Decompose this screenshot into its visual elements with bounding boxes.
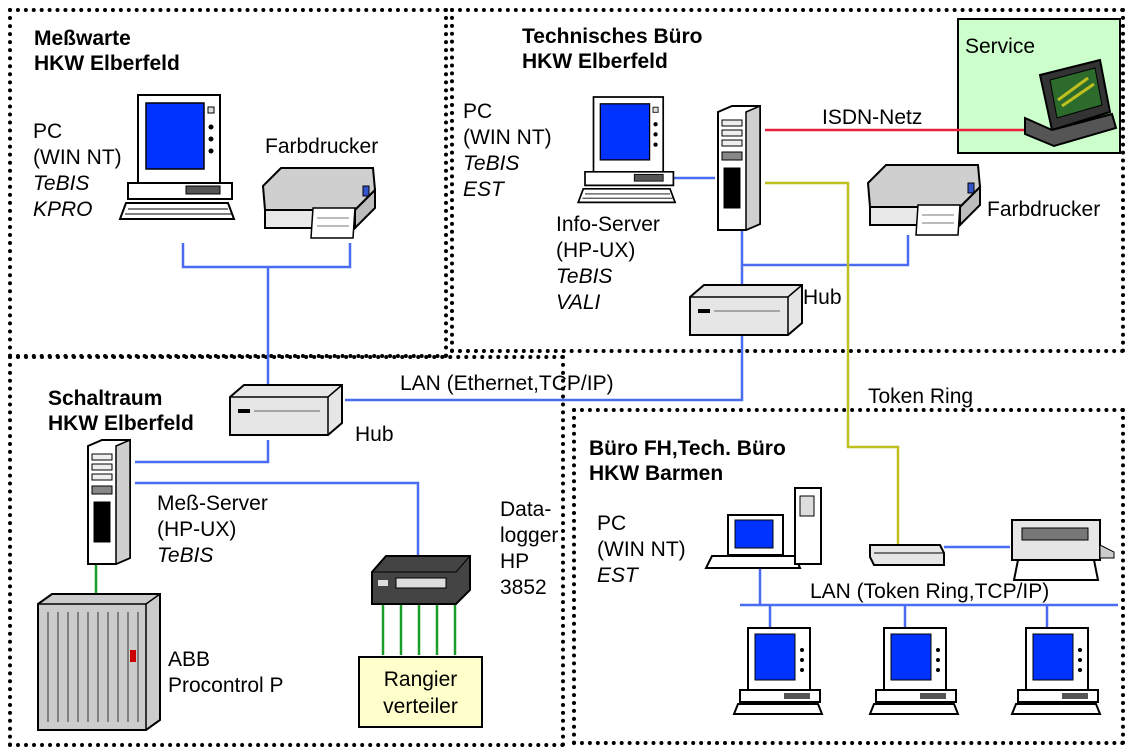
datalogger-line3: HP <box>500 550 530 573</box>
zone-schaltraum-title-2: HKW Elberfeld <box>48 412 194 435</box>
hub-left-label: Hub <box>355 423 394 446</box>
datalogger-line1: Data- <box>500 498 552 521</box>
zone-barmen-title-2: HKW Barmen <box>589 462 724 485</box>
zone-messwarte-title-1: Meßwarte <box>34 27 131 50</box>
isdn-label: ISDN-Netz <box>822 106 923 129</box>
farbdrucker1-label: Farbdrucker <box>265 135 379 158</box>
pc-barmen-icon <box>704 487 822 569</box>
abb-procontrol-icon <box>37 593 161 731</box>
rangier-line2: verteiler <box>383 695 458 718</box>
farbdrucker-techbuero-icon <box>867 164 981 236</box>
mess-server-icon <box>87 439 131 565</box>
rangierverteiler-box: Rangier verteiler <box>358 656 483 728</box>
pc1-line3: TeBIS <box>33 172 90 195</box>
zone-messwarte-title-2: HKW Elberfeld <box>34 52 180 75</box>
pc-barmen-3-icon <box>1011 627 1101 715</box>
pc-messwarte-icon <box>119 94 235 220</box>
hub-schaltraum-icon <box>229 384 343 436</box>
pc2-line1: PC <box>463 100 493 123</box>
datalogger-icon <box>371 555 471 605</box>
datalogger-line2: logger <box>500 524 559 547</box>
pc-barmen-1-icon <box>733 627 823 715</box>
zone-techbuero-title-2: HKW Elberfeld <box>522 50 668 73</box>
datalogger-line4: 3852 <box>500 576 547 599</box>
infoserver-line2: (HP-UX) <box>556 239 636 262</box>
lan-ethernet-label: LAN (Ethernet,TCP/IP) <box>400 372 614 395</box>
token-ring-label: Token Ring <box>868 385 974 408</box>
infoserver-line4: VALI <box>556 291 601 314</box>
abb-line2: Procontrol P <box>168 674 284 697</box>
pc1-line4: KPRO <box>33 198 93 221</box>
pc2-line4: EST <box>463 178 504 201</box>
pc1-line1: PC <box>33 120 63 143</box>
service-label: Service <box>965 35 1036 58</box>
rangier-line1: Rangier <box>383 668 458 691</box>
zone-techbuero <box>450 8 1125 353</box>
hub-top-label: Hub <box>803 286 842 309</box>
lan-token-label: LAN (Token Ring,TCP/IP) <box>810 580 1050 603</box>
zone-schaltraum-title-1: Schaltraum <box>48 387 163 410</box>
zone-barmen-title-1: Büro FH,Tech. Büro <box>589 437 786 460</box>
pc-barmen-2-icon <box>869 627 959 715</box>
messserver-line2: (HP-UX) <box>157 518 237 541</box>
hub-techbuero-icon <box>689 284 803 336</box>
zone-schaltraum <box>8 355 565 747</box>
pc-techbuero-icon <box>577 96 676 204</box>
pc3-line1: PC <box>597 512 627 535</box>
printer-barmen-icon <box>1011 519 1115 581</box>
infoserver-line3: TeBIS <box>556 265 613 288</box>
lan-lines <box>135 176 1118 628</box>
info-server-icon <box>717 105 761 231</box>
zone-techbuero-title-1: Technisches Büro <box>522 25 703 48</box>
farbdrucker2-label: Farbdrucker <box>987 198 1101 221</box>
pc2-line2: (WIN NT) <box>463 126 552 149</box>
abb-line1: ABB <box>168 648 211 671</box>
messserver-line3: TeBIS <box>157 544 214 567</box>
pc1-line2: (WIN NT) <box>33 146 122 169</box>
hub-barmen-icon <box>869 544 945 566</box>
pc2-line3: TeBIS <box>463 152 520 175</box>
laptop-icon <box>1024 58 1118 148</box>
farbdrucker-messwarte-icon <box>262 167 376 239</box>
infoserver-line1: Info-Server <box>556 213 660 236</box>
pc3-line2: (WIN NT) <box>597 538 686 561</box>
token-ring-line <box>765 181 900 545</box>
pc3-line3: EST <box>597 564 638 587</box>
messserver-line1: Meß-Server <box>157 492 268 515</box>
